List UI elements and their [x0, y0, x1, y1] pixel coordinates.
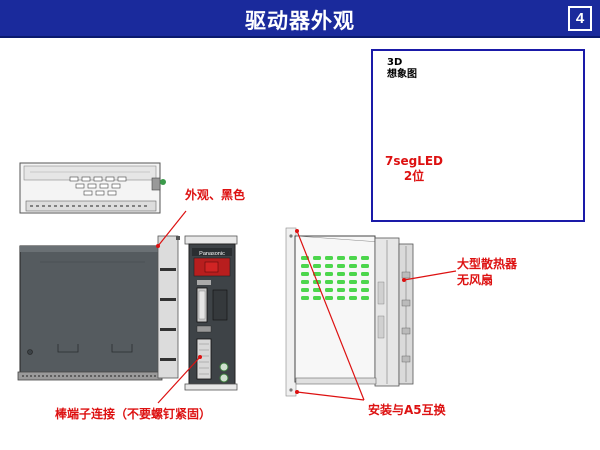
page-number: 4: [568, 6, 592, 31]
brand-label: Panasonic: [199, 251, 225, 257]
side-view-drawing: [17, 235, 180, 381]
heatsink-callout-line1: 大型散热器: [457, 257, 518, 271]
inset-title: 3D 想象图: [387, 57, 417, 81]
3d-view-inset: 3D 想象图: [371, 49, 585, 222]
callout-lines: [156, 121, 471, 404]
header-bar: 驱动器外观 4: [0, 0, 600, 38]
terminal-callout: 棒端子连接（不要螺钉紧固）: [55, 407, 212, 421]
appearance-callout: 外观、黑色: [185, 188, 246, 202]
mounting-callout: 安装与A5互换: [368, 403, 446, 417]
inset-title-line2: 想象图: [387, 69, 417, 80]
front-panel-drawing: Panasonic: [184, 235, 238, 391]
page-title: 驱动器外观: [245, 9, 355, 33]
led-callout: 7segLED 2位: [384, 154, 444, 184]
inset-title-line1: 3D: [387, 57, 403, 68]
heatsink-view-drawing: [285, 227, 414, 397]
heatsink-callout-line2: 无风扇: [457, 273, 494, 287]
heatsink-callout: 大型散热器 无风扇: [457, 256, 517, 288]
led-callout-line1: 7segLED: [384, 154, 444, 168]
led-callout-line2: 2位: [403, 169, 425, 183]
top-view-drawing: [19, 162, 166, 214]
